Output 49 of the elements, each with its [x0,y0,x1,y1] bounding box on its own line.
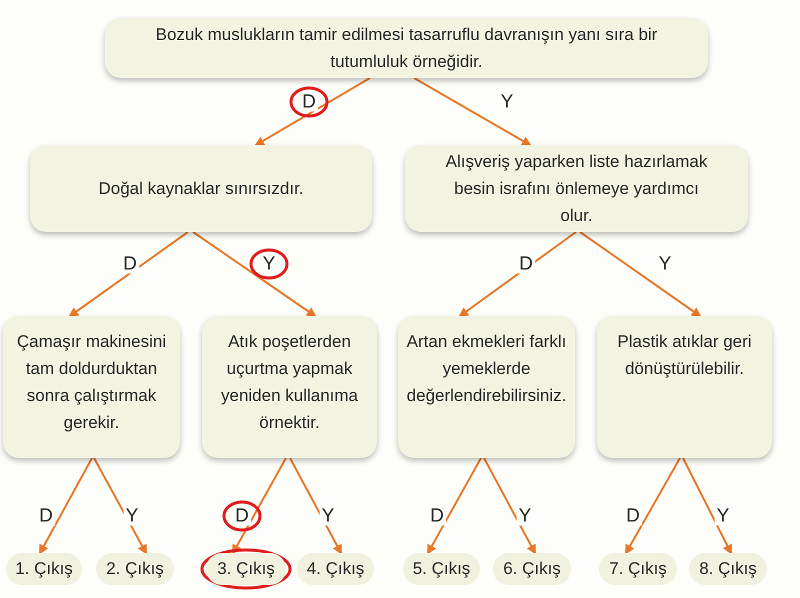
exit-pill [403,553,480,585]
statement-box [398,316,575,458]
exit-label: 6. Çıkış [503,558,561,580]
arrow [232,458,287,555]
exit-label: 2. Çıkış [106,558,164,580]
statement-box [105,18,708,78]
arrow [68,231,189,318]
exit-label: 5. Çıkış [412,558,470,580]
statement-box [597,316,772,458]
statement-text: Bozuk muslukların tamir edilmesi tasarruflu davranışın yanı sıra bir tutumluluk örneğidir. [154,24,658,73]
edge-label: Y [714,506,732,526]
arrow [483,458,536,555]
exit-pill [206,553,286,585]
statement-box [405,145,748,232]
statement-text: Artan ekmekleri farklı yemeklerde değerlendirebilirsiniz. [406,331,566,407]
edge-label: Y [320,506,336,526]
statement-text: Atık poşetlerden uçurtma yapmak yeniden kullanıma örnektir. [220,331,360,434]
arrow [579,231,702,318]
statement-box [3,316,180,458]
edge-label: Y [516,506,534,526]
arrow [93,458,147,555]
edge-label: D [517,254,535,274]
exit-pill [599,553,677,585]
statement-box [202,316,377,458]
exit-pill [297,553,374,585]
statement-text: Doğal kaynaklar sınırsızdır. [98,178,304,200]
exit-label: 3. Çıkış [217,558,275,580]
arrow [625,458,681,555]
arrow [414,77,532,146]
exit-label: 7. Çıkış [609,558,667,580]
arrow [192,231,317,318]
exit-label: 8. Çıkış [699,558,757,580]
statement-text: Alışveriş yaparken liste hazırlamak besin israfını önlemeye yardımcı olur. [444,151,708,227]
arrow [682,458,732,555]
arrow [254,77,370,146]
statement-box [30,145,372,232]
statement-text: Çamaşır makinesini tam doldurduktan sonra çalıştırmak gerekir. [16,331,168,434]
statement-text: Plastik atıklar geri dönüştürülebilir. [616,331,753,380]
exit-pill [96,553,174,585]
arrow [39,458,93,555]
exit-pill [6,553,82,585]
exit-pill [493,553,571,585]
arrow [289,458,342,555]
exit-label: 1. Çıkış [15,558,73,580]
exit-pill [689,553,767,585]
arrow [458,231,577,318]
exit-label: 4. Çıkış [306,558,364,580]
edge-label: Y [124,506,140,526]
arrow [427,458,482,555]
